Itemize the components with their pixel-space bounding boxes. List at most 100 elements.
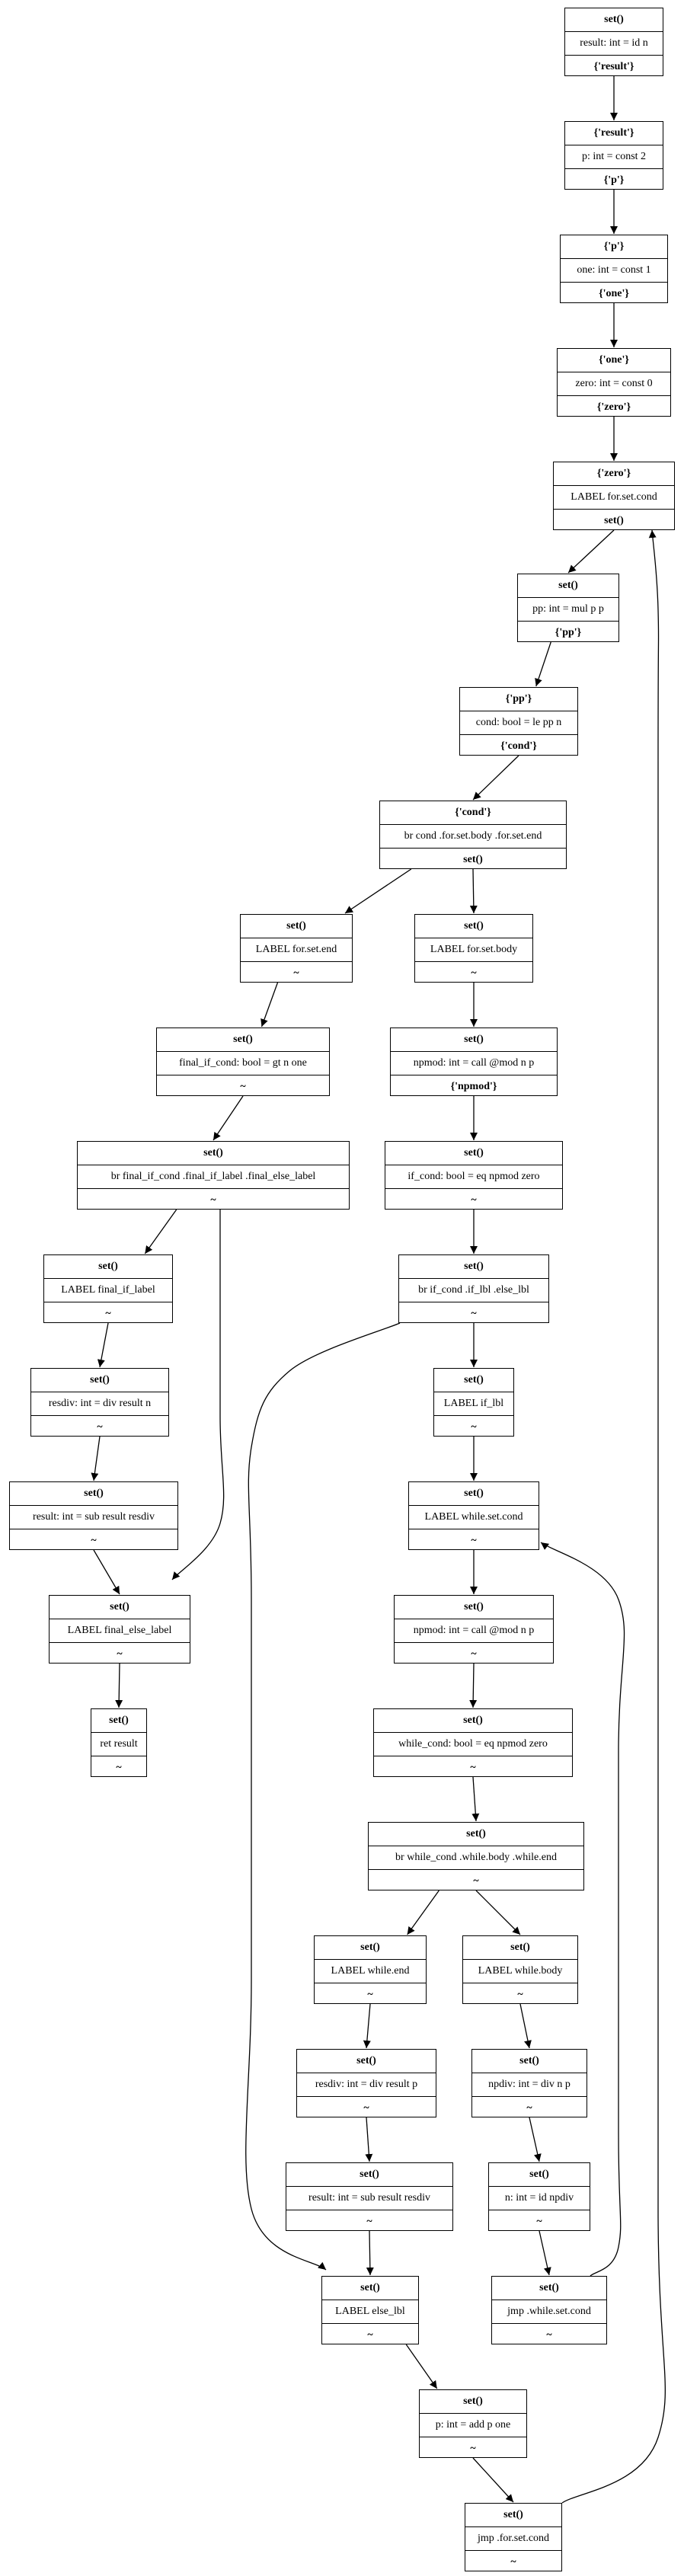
node-out-set: ~ xyxy=(492,2323,606,2347)
node-out-set: ~ xyxy=(297,2096,436,2120)
node-out-set: ~ xyxy=(465,2550,561,2574)
node-instruction: LABEL final_if_label xyxy=(44,1278,172,1302)
node-in-set: set() xyxy=(558,580,578,591)
node-out-set: ~ xyxy=(44,1302,172,1325)
node-in-set: set() xyxy=(90,1374,110,1385)
node-instruction: br cond .for.set.body .for.set.end xyxy=(380,824,566,848)
node-in-set: set() xyxy=(466,1828,486,1839)
edge-n31-n33 xyxy=(539,2230,551,2276)
node-out-set: ~ xyxy=(241,961,352,985)
edge-n32-n34 xyxy=(405,2344,438,2389)
node-in-set: set() xyxy=(604,14,624,25)
node-in-set: set() xyxy=(464,920,484,932)
node-out-set: ~ xyxy=(472,2096,587,2120)
node-instruction: br while_cond .while.body .while.end xyxy=(369,1846,583,1869)
node-out-set: ~ xyxy=(157,1075,329,1098)
node-in-set: set() xyxy=(360,2169,379,2180)
edge-n15-n17 xyxy=(97,1322,109,1368)
node-in-set: set() xyxy=(519,2055,539,2066)
node-instruction: LABEL final_else_label xyxy=(50,1619,190,1642)
edge-n34-n35 xyxy=(472,2457,514,2503)
node-in-set: set() xyxy=(463,1715,483,1726)
node-n-int-id-npdiv: set()n: int = id npdiv~ xyxy=(488,2162,590,2231)
node-out-set: ~ xyxy=(415,961,532,985)
node-cond-bool-le-pp-n: {'pp'}cond: bool = le pp n{'cond'} xyxy=(459,687,578,756)
edge-n21-n23 xyxy=(115,1663,123,1708)
edge-n7-n8 xyxy=(472,755,519,801)
node-in-set: set() xyxy=(360,2282,380,2293)
node-label-while-set-cond: set()LABEL while.set.cond~ xyxy=(408,1481,539,1550)
node-jmp-for-set-cond: set()jmp .for.set.cond~ xyxy=(465,2503,562,2571)
node-zero-int-const-0: {'one'}zero: int = const 0{'zero'} xyxy=(557,348,671,417)
node-out-set: {'p'} xyxy=(565,168,663,192)
node-out-set: {'result'} xyxy=(565,55,663,78)
edge-n22-n24 xyxy=(469,1663,478,1708)
node-result-int-sub-result-resdiv: set()result: int = sub result resdiv~ xyxy=(286,2162,453,2231)
node-instruction: resdiv: int = div result n xyxy=(31,1392,168,1415)
node-out-set: ~ xyxy=(434,1415,513,1439)
node-in-set: {'result'} xyxy=(593,127,634,139)
node-instruction: result: int = id n xyxy=(565,31,663,55)
node-in-set: set() xyxy=(464,1261,484,1272)
node-label-for-set-body: set()LABEL for.set.body~ xyxy=(414,914,533,983)
node-out-set: ~ xyxy=(10,1529,177,1552)
node-final-if-cond-bool-gt-n-one: set()final_if_cond: bool = gt n one~ xyxy=(156,1028,330,1096)
node-in-set: set() xyxy=(109,1715,129,1726)
node-instruction: pp: int = mul p p xyxy=(518,597,618,621)
node-in-set: set() xyxy=(539,2282,559,2293)
node-resdiv-int-div-result-p: set()resdiv: int = div result p~ xyxy=(296,2049,436,2117)
edge-n26-n28 xyxy=(363,2003,371,2049)
edge-n8-n10 xyxy=(469,868,478,914)
edge-n25-n27 xyxy=(475,1890,521,1935)
node-instruction: zero: int = const 0 xyxy=(558,372,670,395)
node-label-final-if-label: set()LABEL final_if_label~ xyxy=(43,1254,173,1323)
node-br-final-if-cond-final-if-label-final-el: set()br final_if_cond .final_if_label .f… xyxy=(77,1141,350,1210)
node-out-set: {'one'} xyxy=(561,282,667,305)
node-npmod-int-call-mod-n-p: set()npmod: int = call @mod n p~ xyxy=(394,1595,554,1664)
node-in-set: set() xyxy=(84,1488,104,1499)
node-instruction: LABEL while.end xyxy=(315,1959,426,1983)
node-out-set: ~ xyxy=(31,1415,168,1439)
node-out-set: ~ xyxy=(489,2210,590,2233)
node-label-for-set-end: set()LABEL for.set.end~ xyxy=(240,914,353,983)
node-result-int-sub-result-resdiv: set()result: int = sub result resdiv~ xyxy=(9,1481,178,1550)
edge-n11-n13 xyxy=(213,1095,244,1141)
node-instruction: LABEL while.set.cond xyxy=(409,1505,539,1529)
node-out-set: ~ xyxy=(395,1642,553,1666)
node-instruction: br if_cond .if_lbl .else_lbl xyxy=(399,1278,548,1302)
node-result-int-id-n: set() result: int = id n{'result'} xyxy=(564,8,663,76)
node-instruction: LABEL else_lbl xyxy=(322,2300,418,2323)
node-out-set: ~ xyxy=(50,1642,190,1666)
node-out-set: ~ xyxy=(374,1756,572,1779)
node-br-while-cond-while-body-while-end: set() br while_cond .while.body .while.en… xyxy=(368,1822,584,1890)
node-out-set: ~ xyxy=(322,2323,418,2347)
node-instruction: LABEL for.set.end xyxy=(241,938,352,961)
node-label-while-body: set()LABEL while.body~ xyxy=(462,1935,578,2004)
edge-n5-n6 xyxy=(567,529,615,574)
node-in-set: {'p'} xyxy=(603,241,625,252)
node-in-set: set() xyxy=(463,2395,483,2407)
edge-n9-n11 xyxy=(260,982,279,1028)
edge-n25-n26 xyxy=(407,1890,439,1935)
node-instruction: ret result xyxy=(91,1732,146,1756)
edge-n16-n32 xyxy=(245,1322,401,2271)
node-label-else-lbl: set() LABEL else_lbl~ xyxy=(321,2276,419,2344)
node-in-set: set() xyxy=(510,1942,530,1953)
node-label-while-end: set()LABEL while.end~ xyxy=(314,1935,427,2004)
edge-n13-n15 xyxy=(144,1209,177,1254)
node-in-set: {'zero'} xyxy=(596,468,631,479)
node-pp-int-mul-p-p: set()pp: int = mul p p{'pp'} xyxy=(517,574,619,642)
node-instruction: npmod: int = call @mod n p xyxy=(395,1619,553,1642)
node-out-set: ~ xyxy=(409,1529,539,1552)
node-npdiv-int-div-n-p: set()npdiv: int = div n p~ xyxy=(471,2049,587,2117)
node-instruction: p: int = const 2 xyxy=(565,145,663,168)
node-instruction: p: int = add p one xyxy=(420,2413,526,2437)
node-in-set: set() xyxy=(503,2509,523,2520)
node-instruction: one: int = const 1 xyxy=(561,258,667,282)
node-br-cond-for-set-body-for-set-end: {'cond'} br cond .for.set.body .for.set.e… xyxy=(379,801,567,869)
node-in-set: {'cond'} xyxy=(455,807,491,818)
edge-n33-n20 xyxy=(540,1542,625,2277)
node-out-set: {'cond'} xyxy=(460,734,577,758)
node-instruction: jmp .while.set.cond xyxy=(492,2300,606,2323)
